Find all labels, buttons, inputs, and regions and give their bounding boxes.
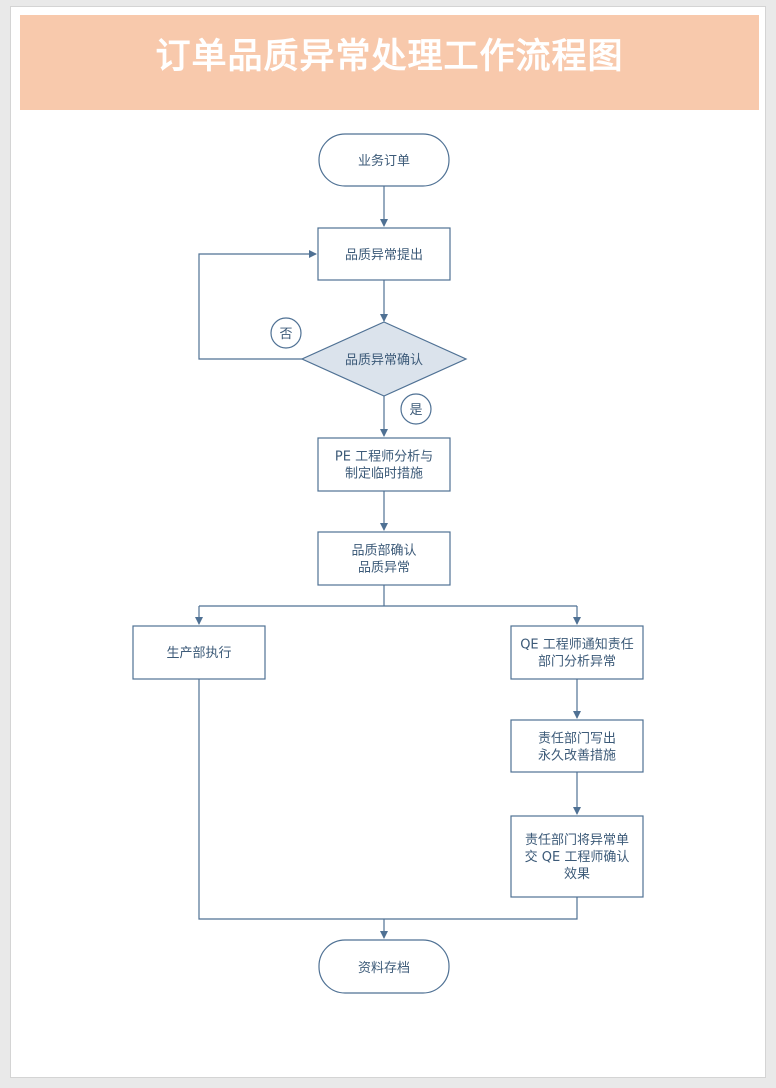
label-yes: 是 xyxy=(400,393,432,425)
edge-no-loop xyxy=(198,250,317,360)
svg-text:是: 是 xyxy=(409,403,422,418)
node-resp-write: 责任部门写出永久改善措施 xyxy=(510,719,644,773)
svg-text:品质异常提出: 品质异常提出 xyxy=(345,247,423,263)
node-start: 业务订单 xyxy=(318,133,450,187)
svg-text:业务订单: 业务订单 xyxy=(358,153,410,169)
node-qe-notify: QE 工程师通知责任部门分析异常 xyxy=(510,625,644,680)
node-text-line: 生产部执行 xyxy=(166,646,231,661)
label-no: 否 xyxy=(270,317,302,349)
node-raise: 品质异常提出 xyxy=(317,227,451,281)
node-text-line: 效果 xyxy=(564,867,590,882)
svg-text:资料存档: 资料存档 xyxy=(358,961,410,976)
title-banner: 订单品质异常处理工作流程图 xyxy=(20,15,759,110)
node-text-line: 交 QE 工程师确认 xyxy=(525,849,630,865)
page-title: 订单品质异常处理工作流程图 xyxy=(155,37,624,77)
node-archive: 资料存档 xyxy=(318,939,450,994)
node-text-line: 品质部确认 xyxy=(351,544,416,559)
node-text-line: 永久改善措施 xyxy=(538,748,616,764)
node-resp-submit: 责任部门将异常单交 QE 工程师确认效果 xyxy=(510,815,644,898)
node-text-line: 部门分析异常 xyxy=(538,655,616,670)
node-text-line: 品质异常提出 xyxy=(345,247,423,263)
node-text-line: 业务订单 xyxy=(358,153,410,169)
svg-text:品质部确认品质异常: 品质部确认品质异常 xyxy=(351,544,416,576)
svg-text:否: 否 xyxy=(279,327,292,342)
svg-text:品质异常确认: 品质异常确认 xyxy=(345,353,423,368)
node-text-line: 品质异常确认 xyxy=(345,353,423,368)
node-text-line: 责任部门将异常单 xyxy=(525,833,629,848)
svg-text:PE 工程师分析与制定临时措施: PE 工程师分析与制定临时措施 xyxy=(335,450,433,482)
node-production: 生产部执行 xyxy=(132,625,266,680)
node-pe-analysis: PE 工程师分析与制定临时措施 xyxy=(317,437,451,492)
svg-text:责任部门将异常单交 QE 工程师确认效果: 责任部门将异常单交 QE 工程师确认效果 xyxy=(525,833,630,882)
node-qd-confirm: 品质部确认品质异常 xyxy=(317,531,451,586)
svg-text:生产部执行: 生产部执行 xyxy=(166,646,231,661)
node-confirm-decision: 品质异常确认 xyxy=(300,321,468,397)
node-text-line: 责任部门写出 xyxy=(538,732,616,747)
node-text-line: 制定临时措施 xyxy=(345,467,423,482)
svg-text:QE 工程师通知责任部门分析异常: QE 工程师通知责任部门分析异常 xyxy=(520,637,634,670)
node-text-line: QE 工程师通知责任 xyxy=(520,637,634,653)
svg-text:责任部门写出永久改善措施: 责任部门写出永久改善措施 xyxy=(538,732,616,764)
node-text-line: 资料存档 xyxy=(358,961,410,976)
edge-merge-bar xyxy=(198,679,578,920)
node-text-line: 品质异常 xyxy=(358,561,410,576)
node-text-line: PE 工程师分析与 xyxy=(335,450,433,465)
